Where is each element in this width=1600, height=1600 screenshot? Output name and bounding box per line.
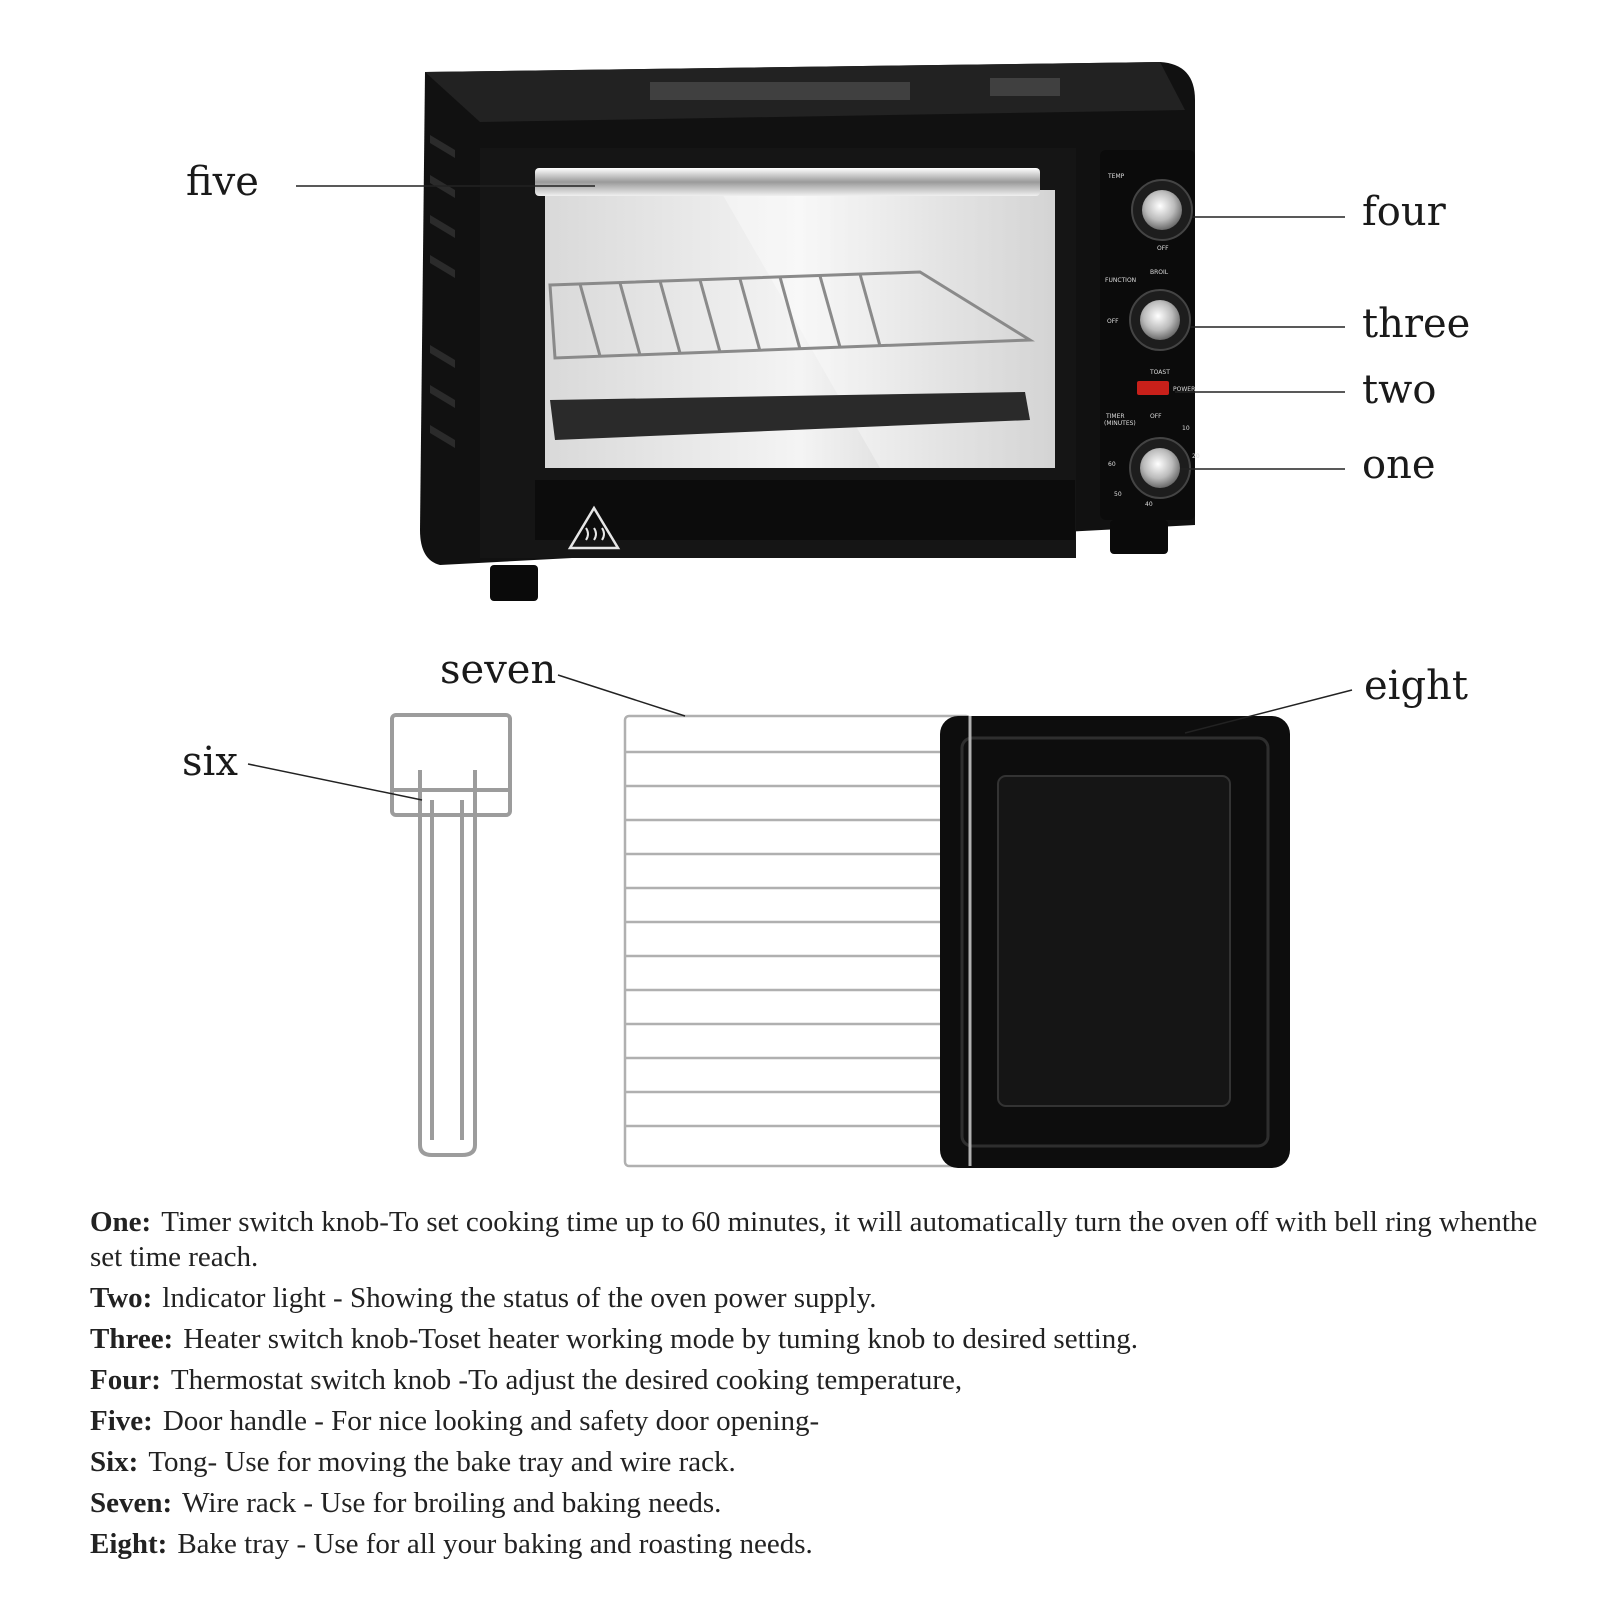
callout-six: six [182, 739, 238, 785]
leader-lines [247, 185, 1353, 801]
legend-row-seven: Seven:Wire rack - Use for broiling and b… [90, 1487, 722, 1519]
callout-five: five [186, 159, 259, 205]
callout-eight: eight [1364, 663, 1468, 709]
legend-row-eight: Eight:Bake tray - Use for all your bakin… [90, 1528, 813, 1560]
door-bottom-panel [535, 480, 1075, 540]
legend-row-five: Five:Door handle - For nice looking and … [90, 1405, 820, 1437]
oven-foot-right [1110, 520, 1168, 554]
legend-row-six: Six:Tong- Use for moving the bake tray a… [90, 1446, 736, 1478]
legend-row-two: Two:lndicator light - Showing the status… [90, 1282, 877, 1314]
top-badge [990, 78, 1060, 96]
broil-label: BROIL [1150, 269, 1169, 276]
power-indicator-light [1137, 381, 1169, 395]
thermostat-off-label: OFF [1157, 245, 1169, 252]
parts-legend: One:Timer switch knob-To set cooking tim… [90, 1205, 1570, 1568]
leader-seven [557, 674, 686, 717]
timer-knob [1140, 448, 1180, 488]
timer-off-label: OFF [1150, 413, 1162, 420]
leader-eight [1184, 689, 1353, 734]
function-knob [1140, 300, 1180, 340]
timer-60-label: 60 [1108, 461, 1116, 468]
legend-row-three: Three:Heater switch knob-Toset heater wo… [90, 1323, 1138, 1355]
timer-minutes-label: (MINUTES) [1104, 420, 1136, 427]
callout-two: two [1362, 367, 1437, 413]
callout-seven: seven [440, 647, 557, 693]
top-label-plate [650, 82, 910, 100]
timer-20-label: 20 [1192, 453, 1200, 460]
legend-row-one: One:Timer switch knob-To set cooking tim… [90, 1206, 1538, 1273]
product-diagram: TEMP OFF FUNCTION BROIL OFF TOAST POWER … [182, 62, 1471, 1168]
function-off-label: OFF [1107, 318, 1119, 325]
power-label: POWER [1173, 386, 1195, 393]
bake-tray [940, 716, 1290, 1168]
timer-50-label: 50 [1114, 491, 1122, 498]
callout-four: four [1362, 189, 1446, 235]
timer-label: TIMER [1105, 413, 1125, 420]
oven-inner-rack [548, 270, 1035, 360]
timer-10-label: 10 [1182, 425, 1190, 432]
toaster-oven [420, 62, 1195, 601]
hot-surface-icon [567, 505, 621, 550]
thermostat-knob [1142, 190, 1182, 230]
timer-40-label: 40 [1145, 501, 1153, 508]
side-vents [430, 135, 455, 448]
callout-one: one [1362, 442, 1436, 488]
wire-rack [623, 714, 972, 1168]
oven-inner-tray [550, 392, 1030, 440]
toast-label: TOAST [1149, 369, 1170, 376]
legend-row-four: Four:Thermostat switch knob -To adjust t… [90, 1364, 963, 1396]
door-handle [535, 168, 1040, 196]
function-label: FUNCTION [1105, 277, 1136, 284]
temp-label: TEMP [1107, 173, 1125, 180]
diagram-canvas: TEMP OFF FUNCTION BROIL OFF TOAST POWER … [247, 62, 1353, 1168]
leader-six [247, 763, 423, 801]
tong [390, 713, 512, 1157]
oven-foot-left [490, 565, 538, 601]
callout-three: three [1362, 301, 1471, 347]
